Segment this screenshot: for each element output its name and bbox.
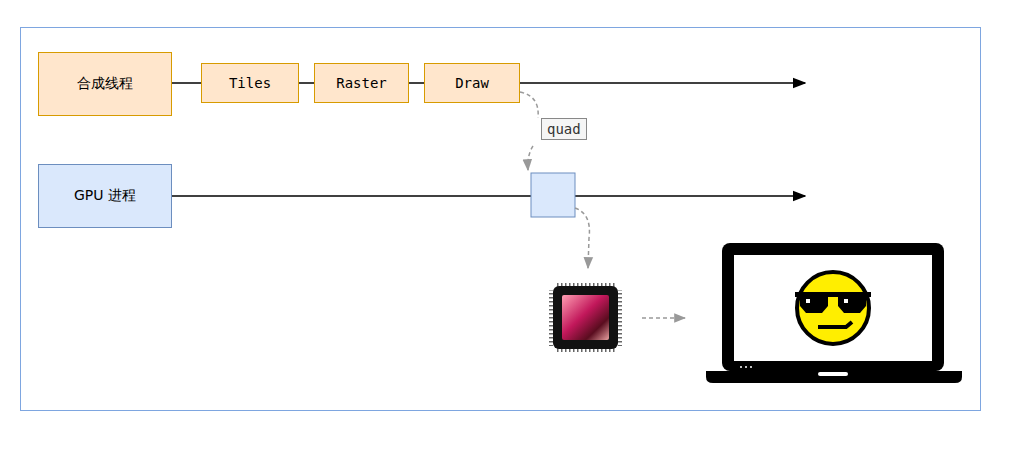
node-text: Tiles: [229, 75, 271, 91]
frame: [21, 28, 981, 411]
stage-box: Tiles: [201, 63, 299, 103]
connector: [299, 82, 314, 84]
node-text: 合成线程: [77, 75, 133, 93]
stage-box: Draw: [424, 63, 520, 103]
connector: [172, 82, 201, 84]
timeline: [520, 82, 805, 84]
edge-label: quad: [541, 118, 587, 140]
dashed-arrow: [575, 208, 589, 268]
smiley: [795, 272, 871, 344]
dashed-arrow: [642, 317, 685, 319]
stage-box: Raster: [314, 63, 409, 103]
gpu-task-box: [531, 173, 575, 217]
node-text: Draw: [455, 75, 489, 91]
node-text: Raster: [336, 75, 387, 91]
laptop: [706, 243, 962, 383]
process-box: GPU 进程: [38, 164, 172, 228]
node-text: GPU 进程: [74, 187, 136, 205]
gpu-chip: [549, 283, 622, 352]
dashed-arrow: [520, 92, 538, 170]
connector: [409, 82, 424, 84]
timeline: [172, 195, 805, 197]
thread-box: 合成线程: [38, 52, 172, 116]
